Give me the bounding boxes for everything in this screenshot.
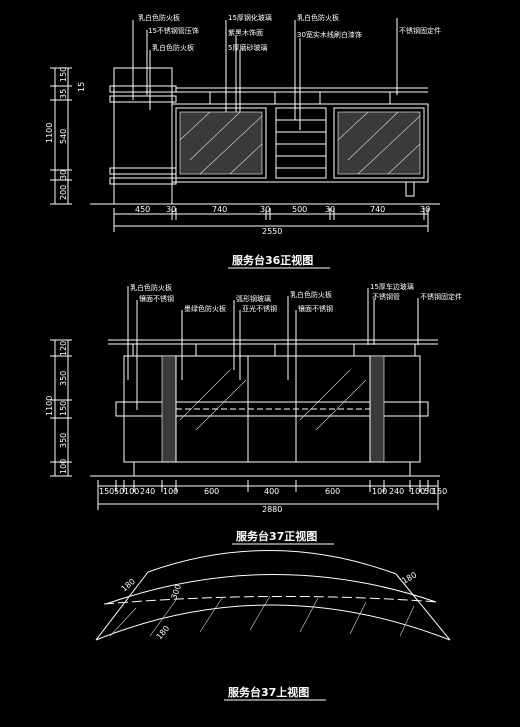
v36-dim-h-30a: 30 [166, 205, 176, 214]
v37-dim-h-600b: 600 [325, 487, 340, 496]
v36-label-wood-strip: 30宽实木线刷白漆饰 [297, 30, 362, 39]
v36-label-sand-glass: 5厚磨砂玻璃 [228, 43, 267, 52]
v36-dim-v-15: 15 [77, 82, 86, 92]
view37-top-plan: 180 300 180 180 服务台37上视图 [95, 550, 451, 701]
v37-dim-h-50a: 50 [114, 487, 124, 496]
v37-dim-h-400: 400 [264, 487, 279, 496]
v36-label-fire-board-2: 乳白色防火板 [152, 43, 194, 52]
v37-dim-h-150a: 150 [99, 487, 114, 496]
v36-dim-h-450: 450 [135, 205, 150, 214]
v37-label-steel-fixture: 不锈钢固定件 [420, 292, 462, 301]
v37-label-steel-edge-2: 镶面不锈钢 [298, 304, 333, 313]
v37-dim-v-350b: 350 [59, 433, 68, 448]
v37-dim-h-240b: 240 [389, 487, 404, 496]
v36-dim-h-30b: 30 [260, 205, 270, 214]
v37top-title: 服务台37上视图 [228, 685, 309, 699]
view36-front-elevation: 乳白色防火板 15不锈钢管压饰 乳白色防火板 15厚钢化玻璃 紫黑木饰面 5厚磨… [45, 13, 441, 269]
v36-label-fire-board-1: 乳白色防火板 [138, 13, 180, 22]
v37-dim-h-100d: 100 [410, 487, 425, 496]
v37-dim-v-120: 120 [59, 341, 68, 356]
v37-label-steel-edge-1: 镶面不锈钢 [139, 294, 174, 303]
v37-label-fire-board-1: 乳白色防火板 [130, 283, 172, 292]
v36-dim-h-30d: 30 [420, 205, 430, 214]
v37-dim-h-100b: 100 [163, 487, 178, 496]
v37-dim-v-150: 150 [59, 401, 68, 416]
v37-label-matte-steel: 亚光不锈钢 [242, 304, 277, 313]
v36-dim-h-740a: 740 [212, 205, 227, 214]
v37-dim-h-600a: 600 [204, 487, 219, 496]
v36-dim-v-150: 150 [59, 67, 68, 82]
v36-label-tempered-glass: 15厚钢化玻璃 [228, 13, 272, 22]
v37-label-arc-glass: 弧形钢玻璃 [236, 294, 271, 303]
v36-dim-h-500: 500 [292, 205, 307, 214]
v37-dim-h-50b: 50 [424, 487, 434, 496]
v36-title: 服务台36正视图 [232, 253, 313, 267]
v36-dim-total: 2550 [262, 227, 282, 236]
v36-dim-v-35: 35 [59, 89, 68, 99]
v37-dim-height: 1100 [45, 396, 54, 416]
v37top-dim-180c: 180 [401, 570, 419, 585]
v36-label-steel-fixture: 不锈钢固定件 [399, 26, 441, 35]
v36-label-fire-board-3: 乳白色防火板 [297, 13, 339, 22]
v37top-dim-180a: 180 [120, 577, 137, 594]
v37-label-black-fire-board: 墨绿色防火板 [184, 304, 226, 313]
v36-dim-v-200: 200 [59, 185, 68, 200]
v37-dim-v-350a: 350 [59, 371, 68, 386]
v37-dim-h-100c: 100 [372, 487, 387, 496]
v36-dim-h-740b: 740 [370, 205, 385, 214]
v36-label-black-wood: 紫黑木饰面 [228, 28, 263, 37]
v37-dim-h-240a: 240 [140, 487, 155, 496]
view37-front-elevation: 乳白色防火板 镶面不锈钢 墨绿色防火板 弧形钢玻璃 亚光不锈钢 乳白色防火板 镶… [45, 282, 462, 545]
v37-dim-v-100: 100 [59, 459, 68, 474]
v36-dim-height: 1100 [45, 123, 54, 143]
v37-dim-h-150b: 150 [432, 487, 447, 496]
v37-dim-h-100a: 100 [124, 487, 139, 496]
v36-dim-v-540: 540 [59, 129, 68, 144]
v36-dim-h-30c: 30 [325, 205, 335, 214]
v37-label-edge-glass: 15厚车边玻璃 [370, 282, 414, 291]
v37-title: 服务台37正视图 [236, 529, 317, 543]
v36-label-steel-pipe: 15不锈钢管压饰 [148, 26, 199, 35]
v37-label-steel-pipe: 不锈钢管 [372, 292, 400, 301]
v37-label-fire-board-2: 乳白色防火板 [290, 290, 332, 299]
v37-dim-total: 2880 [262, 505, 282, 514]
v36-dim-v-30: 30 [59, 170, 68, 180]
